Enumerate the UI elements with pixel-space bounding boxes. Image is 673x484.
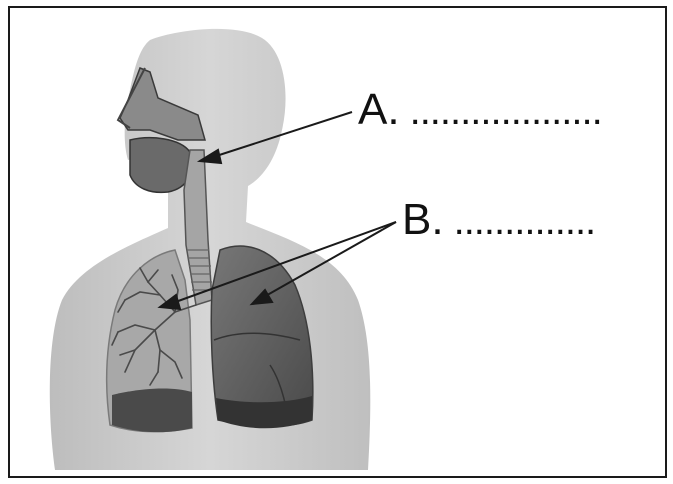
label-a: A.................... (358, 88, 602, 133)
label-b: B............... (402, 198, 595, 243)
left-lung-base (112, 388, 192, 432)
label-b-letter: B. (402, 195, 444, 244)
label-a-blank: ................... (410, 89, 602, 133)
label-a-letter: A. (358, 85, 400, 134)
label-b-blank: .............. (454, 199, 596, 243)
oral-cavity (130, 138, 192, 193)
